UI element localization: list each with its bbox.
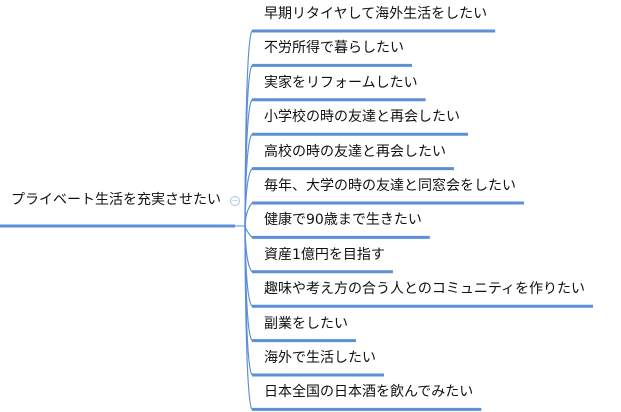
branch-curve (244, 225, 253, 410)
child-topic[interactable]: 早期リタイヤして海外生活をしたい (264, 6, 488, 22)
branch-curve (244, 202, 253, 227)
root-topic[interactable]: プライベート生活を充実させたい (11, 192, 221, 208)
child-topic[interactable]: 不労所得で暮らしたい (264, 40, 404, 57)
child-topic[interactable]: 趣味や考え方の合う人とのコミュニティを作りたい (264, 281, 586, 298)
child-topic[interactable]: 資産1億円を目指す (264, 246, 385, 263)
branch-curve (244, 225, 253, 238)
child-topic[interactable]: 副業をしたい (264, 315, 348, 332)
child-topic[interactable]: 日本全国の日本酒を飲んでみたい (264, 384, 474, 401)
child-topic[interactable]: 小学校の時の友達と再会したい (264, 109, 460, 126)
child-topic[interactable]: 実家をリフォームしたい (264, 74, 418, 91)
collapse-toggle-icon[interactable]: − (230, 196, 240, 206)
child-topic[interactable]: 高校の時の友達と再会したい (264, 143, 446, 160)
child-topic[interactable]: 健康で90歳まで生きたい (264, 212, 422, 229)
child-topic[interactable]: 海外で生活したい (264, 350, 376, 366)
child-topic[interactable]: 毎年、大学の時の友達と同窓会をしたい (264, 178, 516, 194)
